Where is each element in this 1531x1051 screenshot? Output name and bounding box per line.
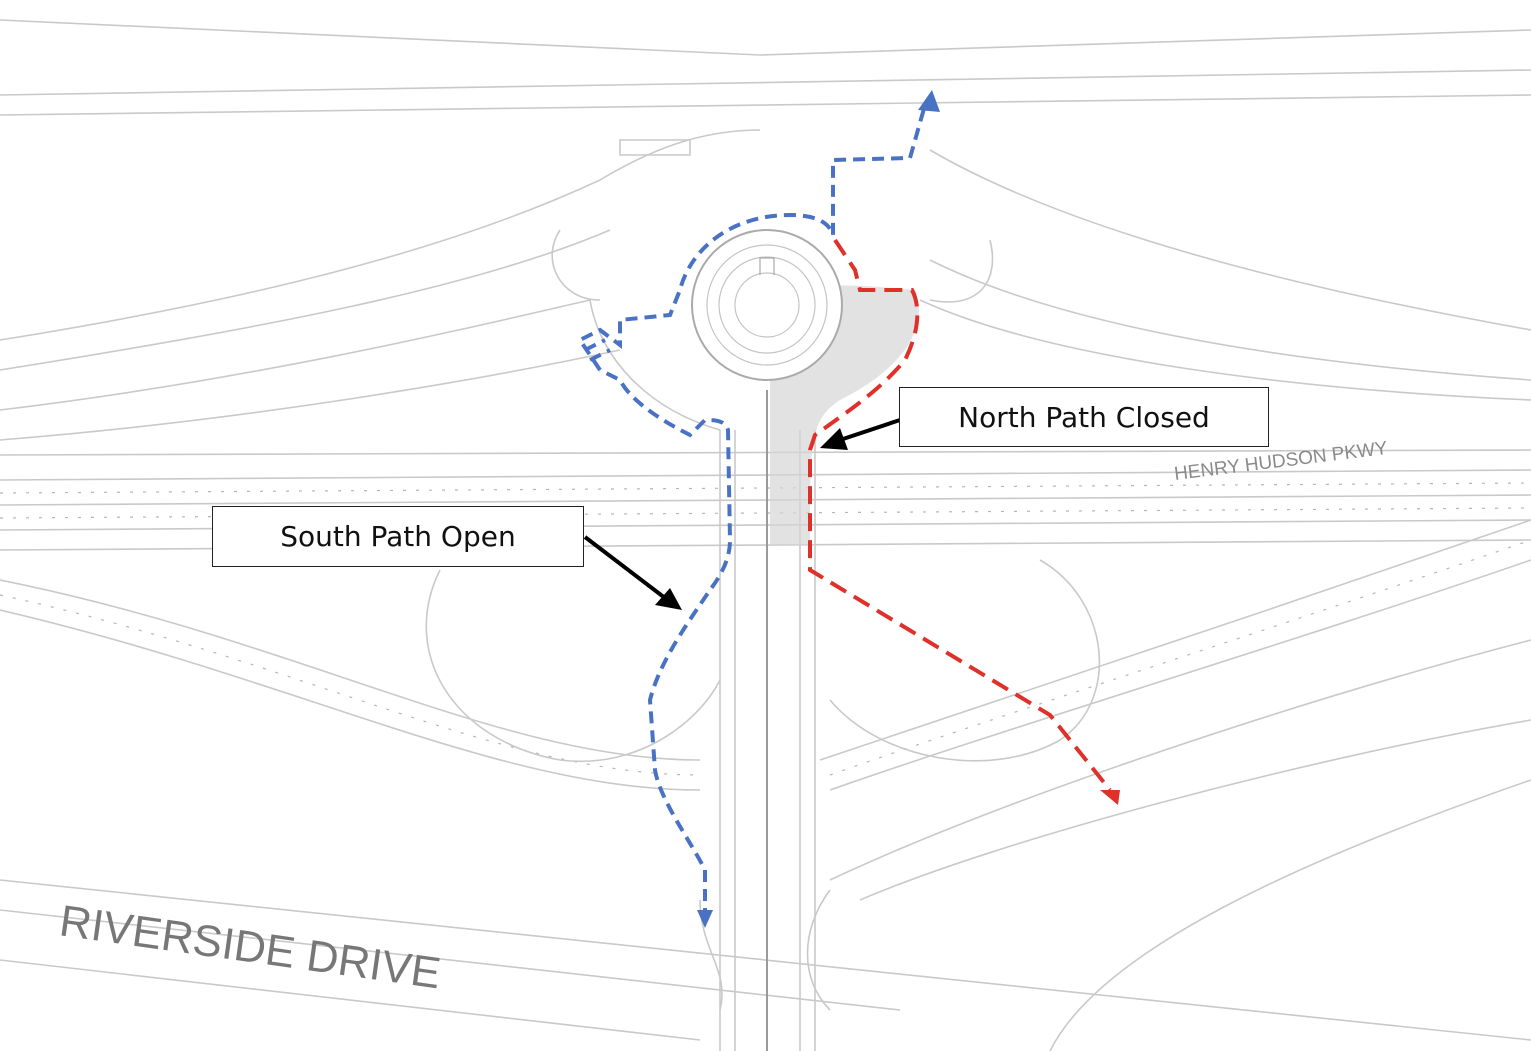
background-roads <box>0 19 1531 1051</box>
roundabout <box>691 229 843 381</box>
riverside-drive-road-label: RIVERSIDE DRIVE <box>57 896 444 998</box>
south-arrowhead-icon <box>697 910 713 928</box>
north-path-closed-label: North Path Closed <box>958 400 1210 434</box>
north-exit-arrowhead-icon <box>918 90 940 112</box>
north-path-closed-route <box>808 238 1120 805</box>
north-closed-arrowhead-icon <box>1100 790 1120 805</box>
south-path-open-route <box>577 90 940 928</box>
north-path-closed-callout: North Path Closed <box>899 387 1269 447</box>
callout-arrows <box>583 418 901 610</box>
south-path-open-label: South Path Open <box>280 520 516 553</box>
south-path-open-callout: South Path Open <box>212 506 584 567</box>
